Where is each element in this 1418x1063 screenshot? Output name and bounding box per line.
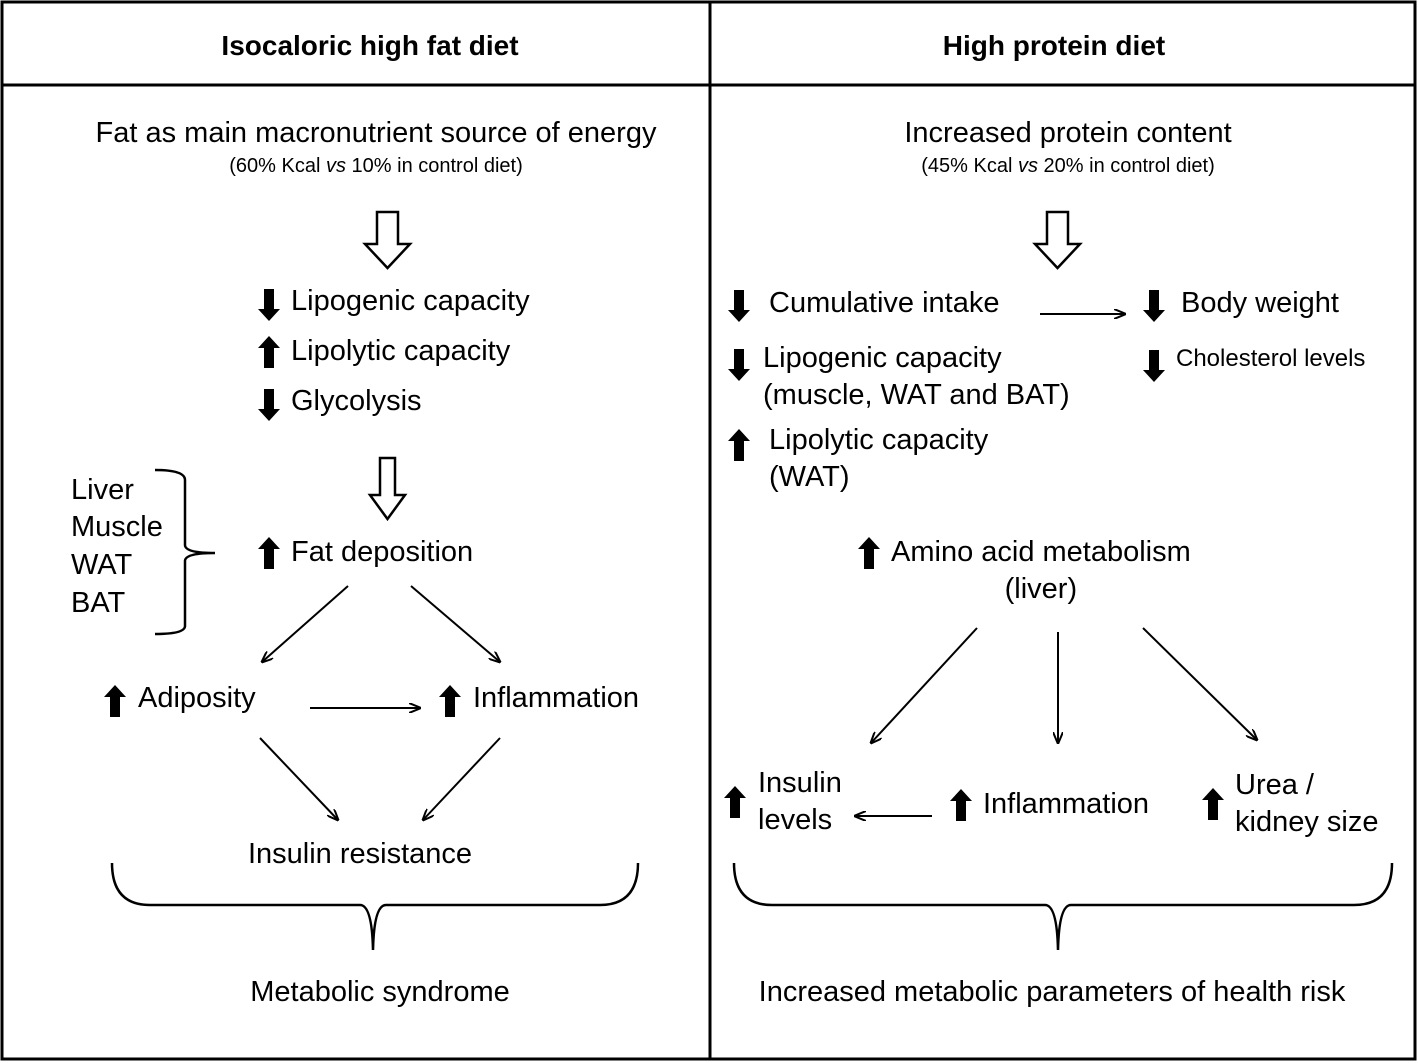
arrow-inflammation-to-insulin — [423, 737, 501, 820]
up-arrow-icon — [258, 335, 281, 377]
left-inflammation: Inflammation — [439, 682, 639, 717]
insulin-resistance: Insulin resistance — [247, 838, 473, 870]
down-arrow-icon — [1143, 349, 1166, 390]
right-lipogenic: Lipogenic capacity (muscle, WAT and BAT) — [728, 342, 1070, 413]
arrow-adiposity-to-insulin — [259, 737, 338, 820]
tissue-brace — [154, 468, 216, 636]
up-arrow-icon — [1202, 787, 1225, 829]
left-intro-subtitle: (60% Kcal vs 10% in control diet) — [229, 155, 523, 177]
up-arrow-icon — [858, 536, 881, 578]
amino-acid-metabolism: Amino acid metabolism (liver) — [858, 536, 1191, 607]
down-arrow-icon — [728, 289, 751, 331]
up-arrow-icon — [104, 684, 127, 726]
left-effect-lipogenic: Lipogenic capacity — [258, 285, 530, 321]
fat-deposition: Fat deposition — [258, 536, 473, 569]
down-arrow-icon — [258, 288, 281, 330]
left-effect-glycolysis: Glycolysis — [258, 385, 422, 421]
down-arrow-icon — [258, 388, 281, 430]
urea-kidney-size: Urea / kidney size — [1202, 769, 1378, 840]
cumulative-intake: Cumulative intake — [728, 287, 1000, 322]
right-lipolytic: Lipolytic capacity (WAT) — [728, 424, 988, 495]
arrow-fat-to-adiposity — [262, 585, 349, 662]
up-arrow-icon — [950, 788, 973, 830]
left-effect-lipolytic: Lipolytic capacity — [258, 335, 510, 368]
insulin-levels: Insulin levels — [724, 767, 842, 838]
up-arrow-icon — [724, 785, 747, 827]
up-arrow-icon — [728, 428, 751, 470]
right-inflammation: Inflammation — [950, 788, 1149, 821]
down-arrow-icon — [1143, 289, 1166, 331]
hollow-down-arrow-2 — [367, 456, 408, 522]
cholesterol-levels: Cholesterol levels — [1143, 345, 1365, 382]
left-panel-header: Isocaloric high fat diet — [221, 30, 519, 61]
right-bottom-brace — [732, 862, 1394, 951]
tissue-bat: BAT — [71, 587, 126, 619]
tissue-liver: Liver — [71, 474, 134, 506]
down-arrow-icon — [728, 348, 751, 390]
right-panel-header: High protein diet — [942, 30, 1166, 61]
tissue-muscle: Muscle — [71, 511, 163, 543]
tissue-wat: WAT — [71, 549, 133, 581]
arrow-fat-to-inflammation — [410, 585, 500, 662]
hollow-down-arrow-3 — [1032, 210, 1083, 270]
right-outcome: Increased metabolic parameters of health… — [758, 976, 1346, 1008]
right-intro-subtitle: (45% Kcal vs 20% in control diet) — [921, 155, 1215, 177]
hollow-down-arrow-1 — [362, 210, 413, 270]
right-intro-title: Increased protein content — [904, 117, 1232, 149]
up-arrow-icon — [258, 536, 281, 578]
left-intro-title: Fat as main macronutrient source of ener… — [95, 117, 657, 149]
up-arrow-icon — [439, 684, 462, 726]
body-weight: Body weight — [1143, 287, 1339, 322]
left-outcome: Metabolic syndrome — [250, 976, 510, 1008]
adiposity: Adiposity — [104, 682, 256, 717]
arrow-amino-to-urea — [1142, 627, 1257, 740]
left-bottom-brace — [110, 862, 640, 951]
arrow-amino-to-insulin — [871, 627, 978, 743]
